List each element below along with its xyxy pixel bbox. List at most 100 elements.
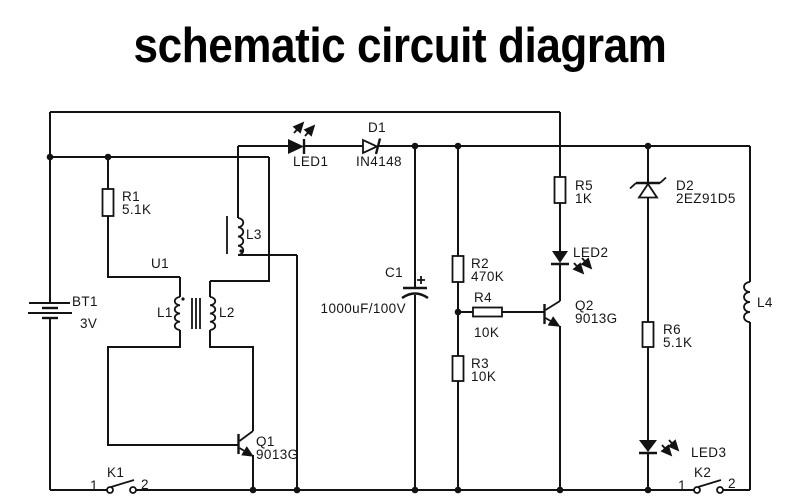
- resistor-value-label: 5.1K: [122, 202, 151, 217]
- resistor-ref-label: R1: [122, 189, 140, 204]
- resistor-value-label: 10K: [471, 369, 496, 384]
- winding-l1-label: L1: [157, 305, 173, 320]
- junction-dot: [293, 486, 301, 494]
- transistor-value-label: 9013G: [575, 311, 618, 326]
- winding-l2-label: L2: [219, 305, 235, 320]
- led-light-arrow-icon: [667, 439, 680, 452]
- diode-value-label: IN4148: [356, 154, 402, 169]
- wire-l3-branch: [237, 146, 298, 490]
- switch-contact-icon: [129, 486, 137, 494]
- battery-BT1: BT1 3V: [28, 294, 98, 331]
- resistor-value-label: 470K: [471, 269, 504, 284]
- wire-r1-branch: [107, 157, 181, 297]
- junction-dot: [454, 142, 462, 150]
- switch-contact-icon: [716, 486, 724, 494]
- led-ref-label: LED3: [691, 445, 726, 460]
- resistor-R4: R4 10K: [472, 290, 503, 340]
- resistor-R3: R3 10K: [451, 355, 496, 384]
- led-triangle-icon: [288, 139, 304, 154]
- led-light-arrow-icon: [580, 257, 593, 270]
- resistor-ref-label: R4: [474, 290, 492, 305]
- transformer-core-icon: [191, 298, 201, 329]
- transformer-U1: U1 L1 L2: [151, 256, 235, 331]
- diode-D1: D1 IN4148: [356, 120, 402, 169]
- switch-K1: K1 1 2: [90, 465, 149, 494]
- diode-ref-label: D1: [368, 120, 386, 135]
- zener-D2: D2 2EZ91D5: [629, 176, 736, 206]
- switch-ref-label: K1: [107, 465, 124, 480]
- led-light-arrow-icon: [572, 262, 585, 275]
- switch-lever-icon: [110, 479, 135, 488]
- resistor-ref-label: R6: [663, 322, 681, 337]
- zener-triangle-icon: [637, 182, 659, 199]
- plus-polarity-icon: [417, 276, 425, 284]
- zener-value-label: 2EZ91D5: [676, 191, 736, 206]
- phase-dot-icon: [239, 249, 243, 253]
- resistor-body: [451, 255, 465, 283]
- capacitor-ref-label: C1: [385, 265, 403, 280]
- resistor-value-label: 10K: [474, 325, 499, 340]
- transformer-ref-label: U1: [151, 256, 169, 271]
- junction-dot: [411, 486, 419, 494]
- resistor-ref-label: R5: [575, 178, 593, 193]
- transistor-collector-icon: [238, 430, 254, 442]
- led-LED2: LED2: [551, 245, 608, 275]
- transistor-Q1: Q1 9013G: [237, 430, 299, 490]
- junction-dot: [46, 153, 54, 161]
- switch-pin2-label: 2: [728, 476, 736, 491]
- junction-dot: [644, 142, 652, 150]
- led-light-arrow-icon: [292, 121, 305, 134]
- winding-L2-coil-icon: [209, 296, 217, 331]
- led-ref-label: LED1: [293, 154, 328, 169]
- diode-cathode-bar-icon: [374, 138, 382, 155]
- transistor-ref-label: Q1: [256, 434, 275, 449]
- capacitor-curved-plate-icon: [401, 292, 429, 300]
- transistor-emitter-icon: [545, 316, 561, 327]
- resistor-body: [641, 321, 655, 348]
- wire-l1-to-q1-base: [107, 330, 238, 446]
- led-triangle-icon: [639, 440, 657, 452]
- wire-l2-to-q1-collector: [209, 330, 254, 431]
- capacitor-C1: C1 1000uF/100V: [321, 265, 429, 316]
- junction-dot: [249, 486, 257, 494]
- page-title: schematic circuit diagram: [133, 19, 667, 73]
- junction-dot: [104, 153, 112, 161]
- transistor-Q2: Q2 9013G: [543, 298, 618, 327]
- switch-K2: K2 1 2: [678, 465, 736, 494]
- resistor-body: [553, 176, 567, 204]
- led-light-arrow-icon: [303, 124, 316, 137]
- switch-pin2-label: 2: [141, 477, 149, 492]
- inductor-coil-icon: [743, 281, 751, 323]
- junction-dot: [411, 142, 419, 150]
- phase-dot-icon: [181, 297, 185, 301]
- switch-lever-icon: [697, 479, 722, 488]
- inductor-label: L3: [246, 227, 262, 242]
- switch-pin1-label: 1: [90, 478, 98, 493]
- junction-dot: [644, 486, 652, 494]
- transistor-collector-icon: [545, 300, 561, 311]
- junction-dot: [454, 308, 462, 316]
- led-light-arrow-icon: [660, 444, 673, 457]
- resistor-ref-label: R2: [471, 256, 489, 271]
- wires: [49, 111, 751, 491]
- led-LED1: LED1: [288, 121, 328, 169]
- led-triangle-icon: [552, 251, 568, 263]
- inductor-coil-icon: [237, 217, 245, 256]
- resistor-R5: R5 1K: [553, 176, 593, 206]
- switch-ref-label: K2: [694, 465, 711, 480]
- resistor-R1: R1 5.1K: [101, 188, 151, 217]
- inductor-L4: L4: [743, 281, 773, 323]
- inductor-label: L4: [757, 295, 773, 310]
- resistor-body: [101, 188, 115, 217]
- junction-dot: [454, 486, 462, 494]
- led-LED3: LED3: [639, 439, 726, 460]
- diode-triangle-icon: [362, 138, 380, 155]
- capacitor-value-label: 1000uF/100V: [321, 301, 406, 316]
- transistor-value-label: 9013G: [256, 447, 299, 462]
- zener-tail-icon: [629, 176, 667, 190]
- resistor-value-label: 5.1K: [663, 335, 692, 350]
- junction-dots: [46, 142, 652, 494]
- winding-L1-coil-icon: [173, 296, 181, 331]
- inductor-L3: L3: [226, 216, 262, 256]
- switch-pin1-label: 1: [678, 478, 686, 493]
